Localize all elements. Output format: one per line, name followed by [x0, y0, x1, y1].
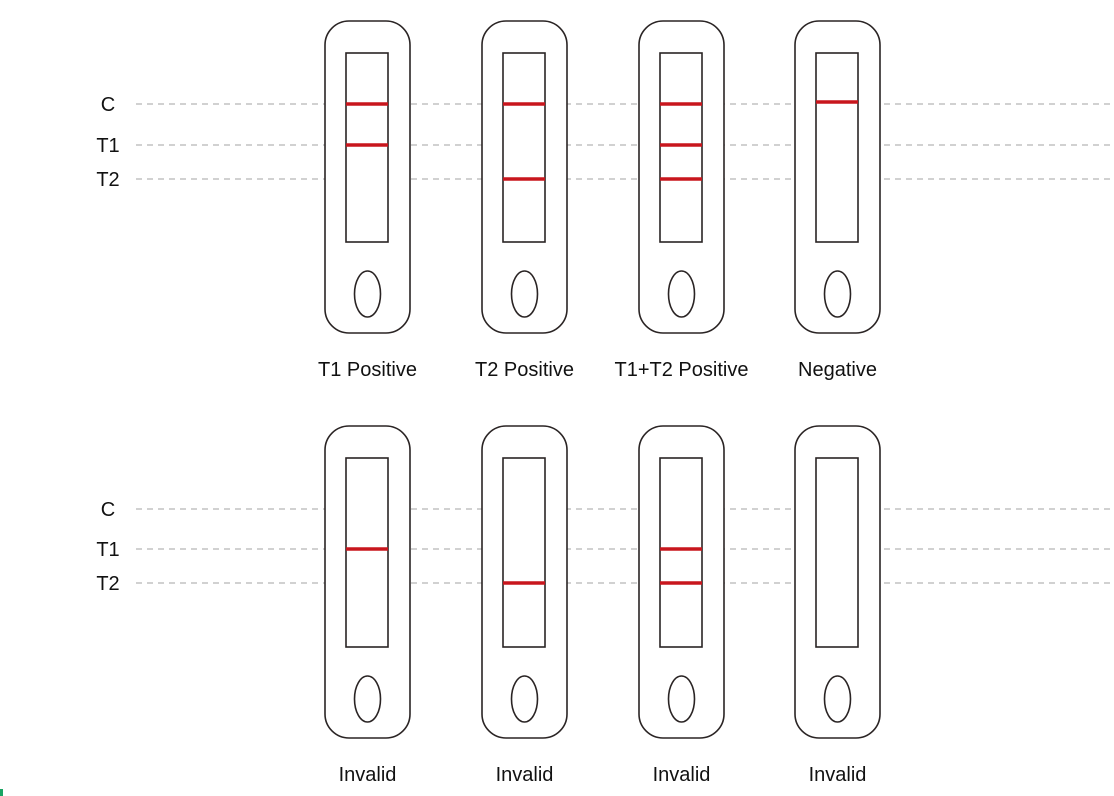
sample-well	[353, 270, 382, 318]
test-cassette: T1 Positive	[318, 20, 417, 381]
test-cassette: Invalid	[638, 425, 725, 786]
result-window	[502, 457, 546, 648]
row-label-t2: T2	[96, 573, 119, 595]
sample-well	[667, 270, 696, 318]
cassette-caption: T1 Positive	[318, 359, 417, 381]
cassette-caption: Invalid	[496, 764, 554, 786]
row-label-t2: T2	[96, 169, 119, 191]
cassette-caption: Invalid	[809, 764, 867, 786]
result-window	[345, 52, 389, 243]
cassette-caption: Invalid	[653, 764, 711, 786]
sample-well	[510, 270, 539, 318]
test-cassette: T2 Positive	[475, 20, 574, 381]
row-label-c: C	[101, 499, 115, 521]
row-label-c: C	[101, 94, 115, 116]
cassette-caption: Invalid	[339, 764, 397, 786]
result-window	[659, 52, 703, 243]
test-cassette: Invalid	[324, 425, 411, 786]
test-cassette: T1+T2 Positive	[615, 20, 749, 381]
sample-well	[667, 675, 696, 723]
cassette-caption: Negative	[798, 359, 877, 381]
result-window	[815, 457, 859, 648]
row-label-t1: T1	[96, 539, 119, 561]
corner-mark	[0, 789, 3, 796]
sample-well	[823, 270, 852, 318]
result-window	[659, 457, 703, 648]
sample-well	[823, 675, 852, 723]
sample-well	[510, 675, 539, 723]
cassette-caption: T1+T2 Positive	[615, 359, 749, 381]
test-cassette: Invalid	[481, 425, 568, 786]
sample-well	[353, 675, 382, 723]
result-window	[345, 457, 389, 648]
test-cassette: Negative	[794, 20, 881, 381]
result-window	[815, 52, 859, 243]
row-label-t1: T1	[96, 135, 119, 157]
result-window	[502, 52, 546, 243]
cassette-caption: T2 Positive	[475, 359, 574, 381]
test-cassette: Invalid	[794, 425, 881, 786]
